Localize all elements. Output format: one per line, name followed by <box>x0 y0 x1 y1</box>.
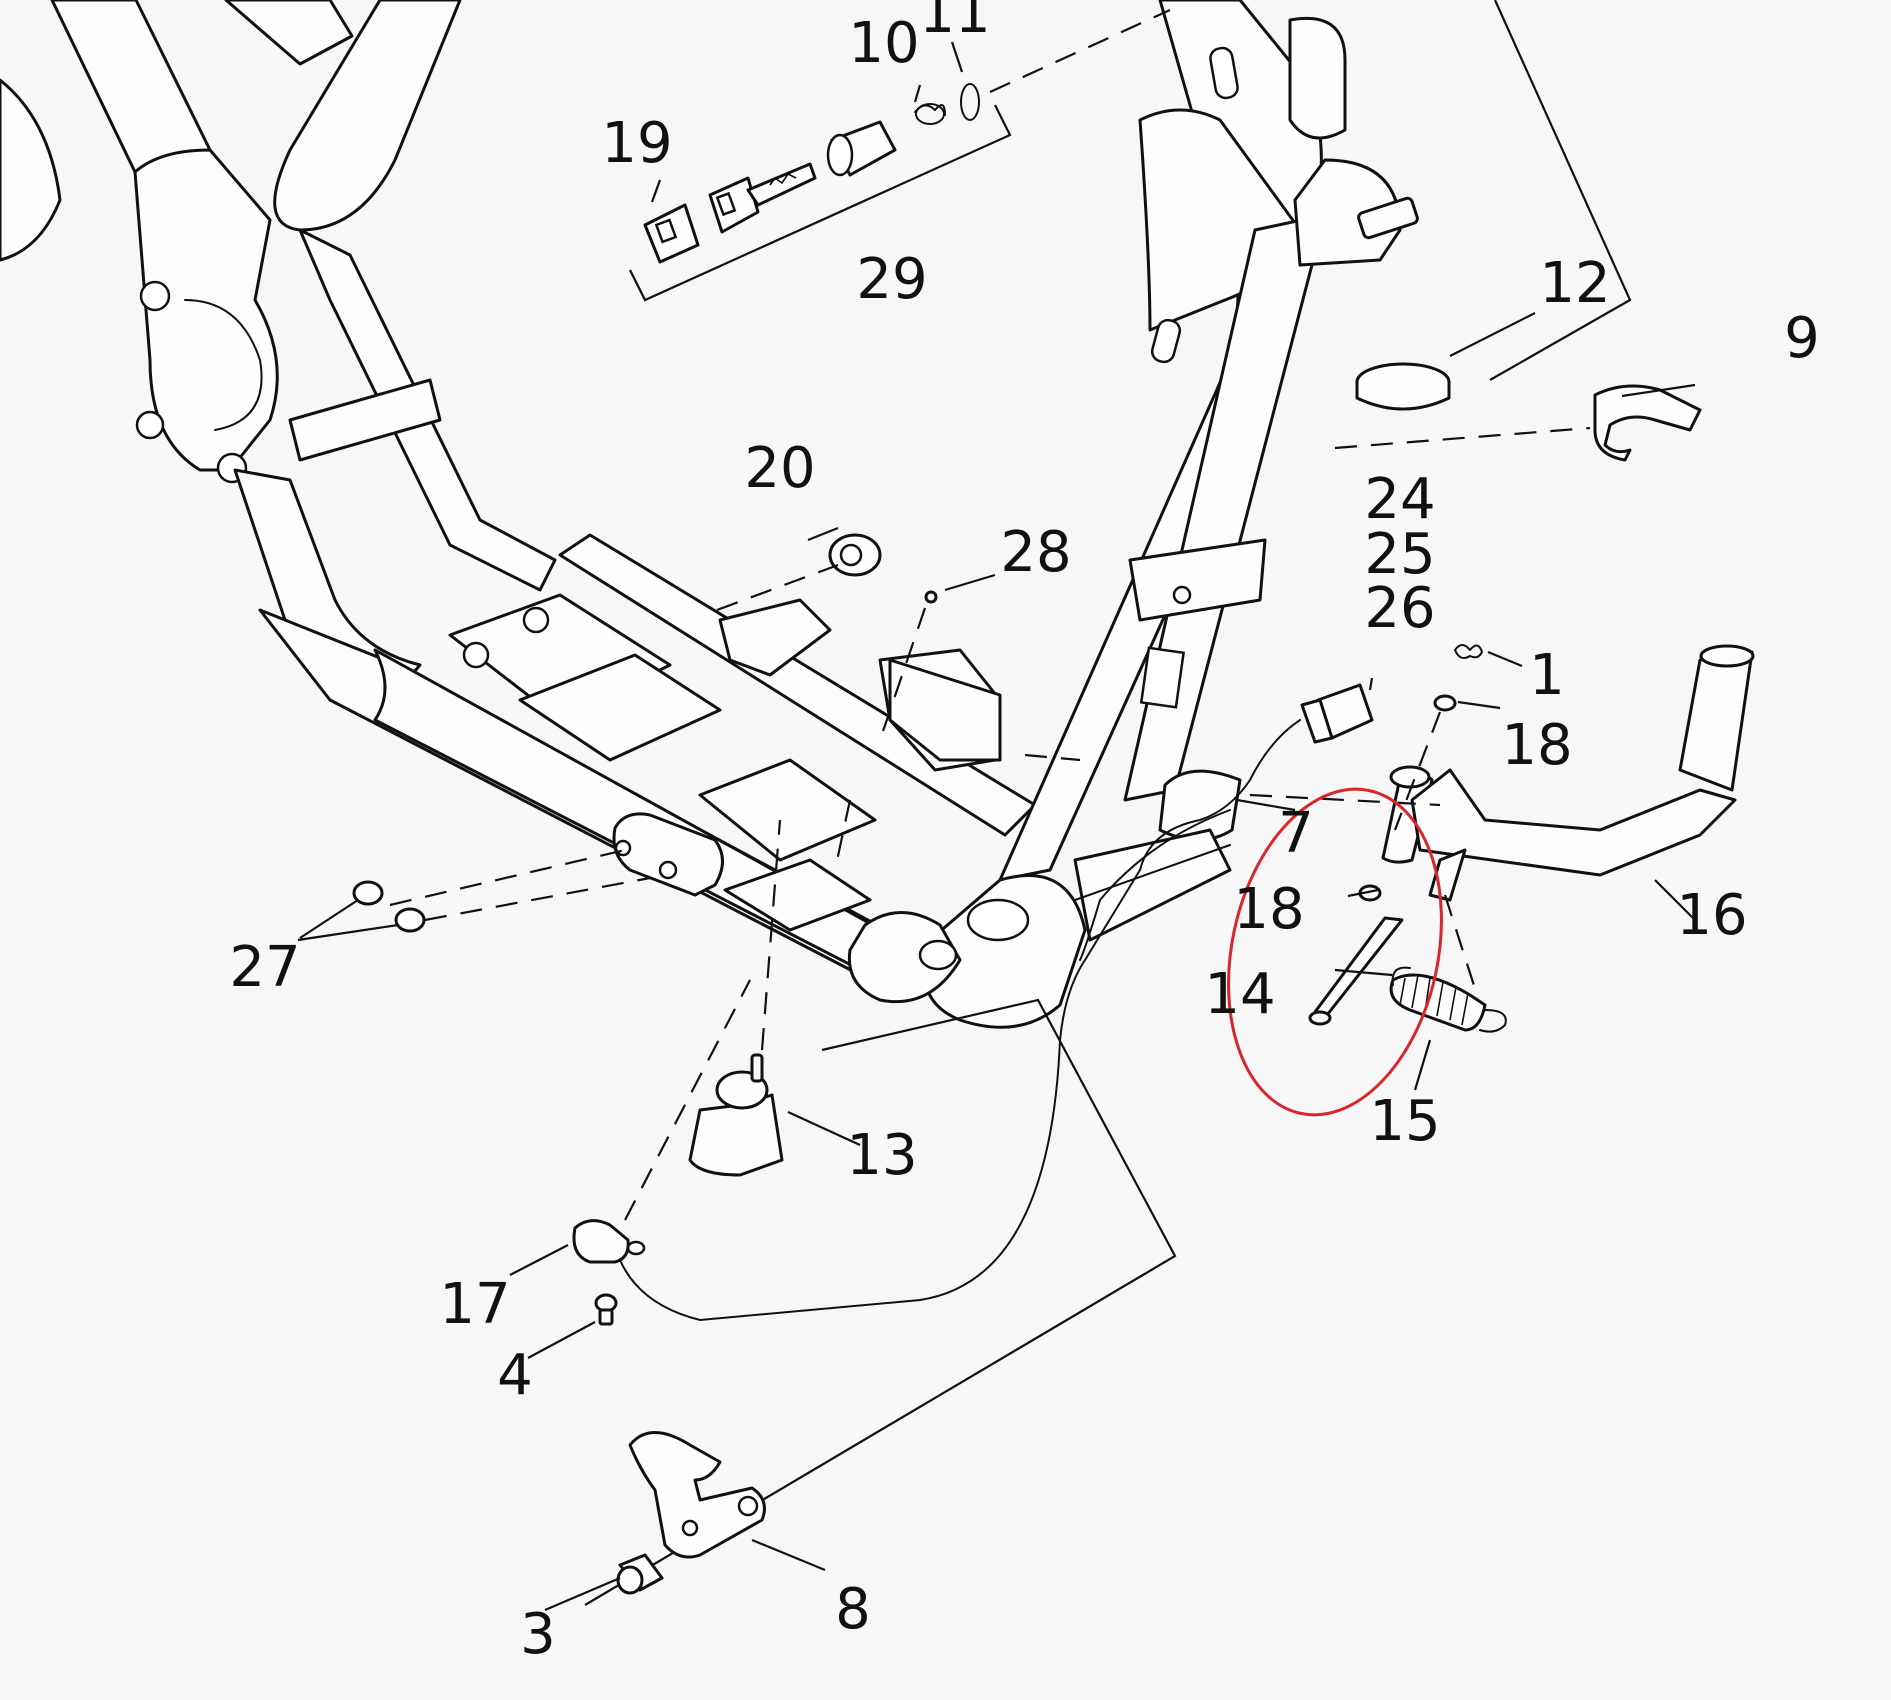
callout-25: 25 <box>1364 522 1436 587</box>
callout-10: 10 <box>848 11 920 76</box>
spacer-20 <box>828 533 882 577</box>
sidestand-16 <box>1381 644 1755 902</box>
leader-lines <box>297 41 1696 1612</box>
callout-14: 14 <box>1204 962 1276 1027</box>
callout-11: 11 <box>919 0 991 46</box>
clamp-9 <box>1593 384 1702 462</box>
callout-13: 13 <box>846 1123 918 1188</box>
highlight-circle <box>1227 787 1443 1117</box>
callout-18-lower: 18 <box>1233 877 1305 942</box>
sensor-13 <box>688 1053 784 1177</box>
callout-1: 1 <box>1529 643 1565 708</box>
bracket-8 <box>628 1431 766 1559</box>
callout-20: 20 <box>744 436 816 501</box>
grouping-lines <box>584 0 1632 1606</box>
callout-27: 27 <box>229 935 301 1000</box>
callout-8: 8 <box>835 1577 871 1642</box>
connector-24-26 <box>619 683 1374 1321</box>
ball-28 <box>924 590 938 604</box>
callout-16: 16 <box>1676 883 1748 948</box>
explode-lines <box>389 8 1591 1221</box>
callout-26: 26 <box>1364 576 1436 641</box>
callout-7: 7 <box>1278 801 1314 866</box>
callout-15: 15 <box>1369 1089 1441 1154</box>
pivot-bolt-14 <box>1308 916 1404 1026</box>
callout-4: 4 <box>497 1343 533 1408</box>
callout-28: 28 <box>1000 520 1072 585</box>
bushing-12 <box>1355 362 1451 411</box>
callout-9: 9 <box>1784 306 1820 371</box>
screw-4 <box>594 1293 618 1326</box>
plugs-27 <box>352 880 426 933</box>
callout-19: 19 <box>601 111 673 176</box>
switch-17 <box>572 1219 646 1264</box>
callout-3: 3 <box>520 1602 556 1667</box>
frame <box>0 0 1419 1029</box>
callout-12: 12 <box>1539 251 1611 316</box>
spring-15 <box>1389 966 1507 1033</box>
callout-24: 24 <box>1364 467 1436 532</box>
callout-29: 29 <box>856 247 928 312</box>
key-set <box>643 83 980 264</box>
nut-3 <box>616 1553 664 1595</box>
callout-18-upper: 18 <box>1501 713 1573 778</box>
callout-17: 17 <box>439 1272 511 1337</box>
